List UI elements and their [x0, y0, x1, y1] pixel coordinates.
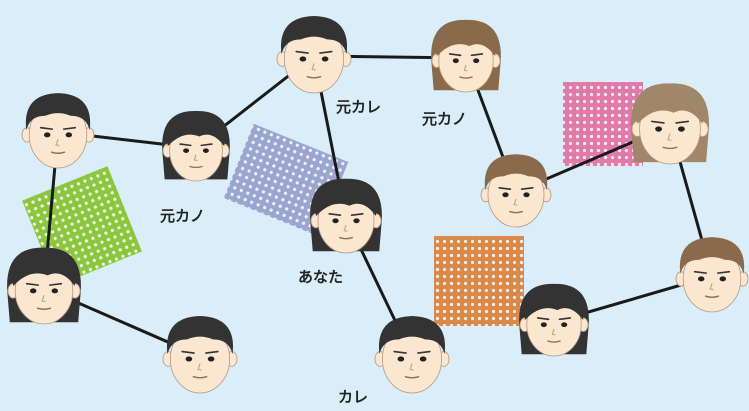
label-boyfriend: カレ [338, 388, 369, 406]
face-p10 [374, 316, 450, 394]
face-p5 [7, 247, 81, 325]
face-p1 [21, 93, 95, 169]
face-p3 [276, 16, 352, 94]
face-p11 [519, 283, 589, 357]
label-ex-girlfriend-top: 元カノ [422, 110, 468, 128]
face-p4 [431, 19, 501, 93]
face-p12 [675, 237, 749, 313]
patch-pink [563, 82, 643, 166]
faces [7, 16, 749, 394]
face-p8 [631, 83, 709, 165]
label-you: あなた [298, 268, 344, 286]
patch-orange [434, 236, 524, 326]
label-ex-girlfriend-left: 元カノ [160, 207, 206, 225]
label-ex-boyfriend: 元カレ [336, 98, 382, 116]
face-p7 [480, 154, 552, 228]
face-p2 [162, 111, 230, 182]
face-p6 [310, 178, 382, 254]
face-p9 [162, 316, 238, 394]
